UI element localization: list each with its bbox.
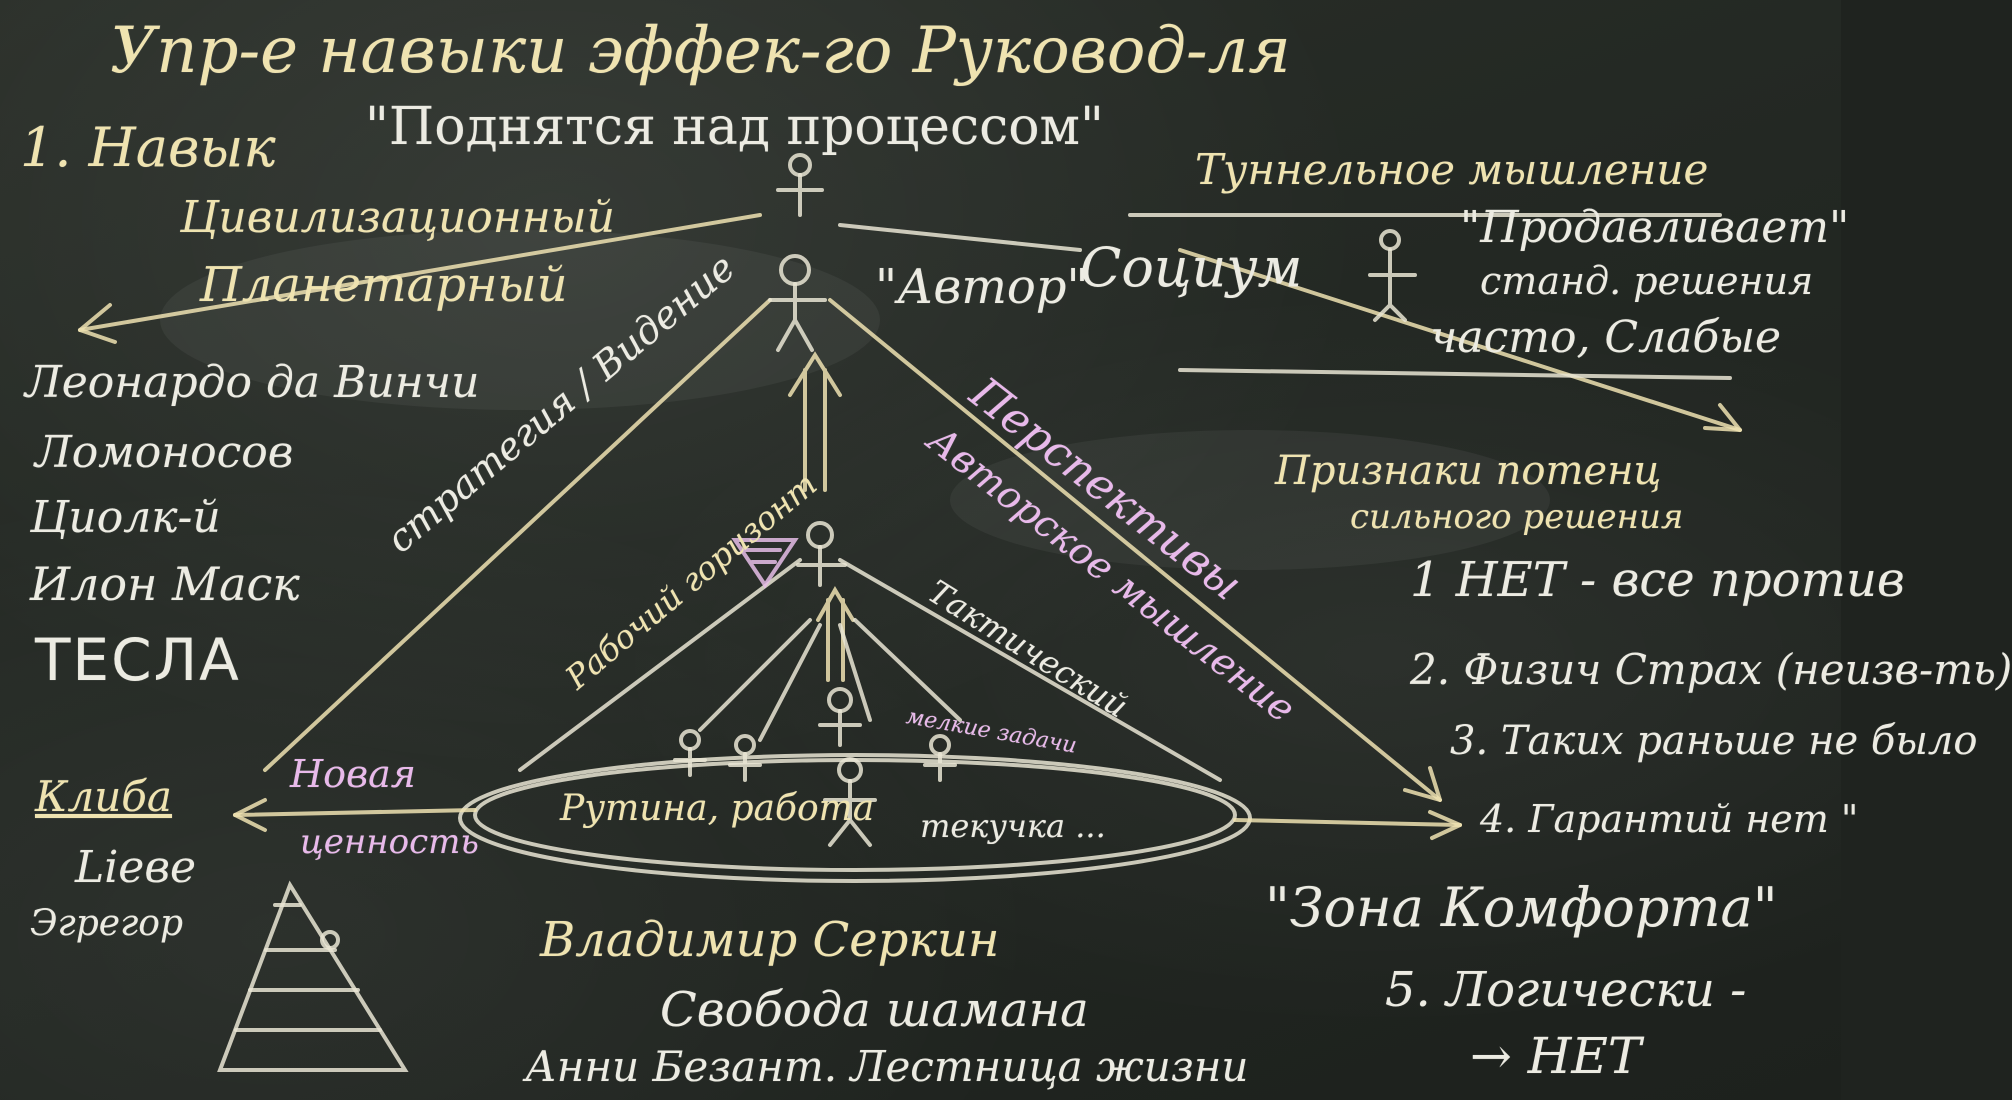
signs-title-line2: сильного решения — [1350, 497, 1684, 537]
comfort-zone-label: "Зона Комфорта" — [1265, 876, 1778, 939]
tunnel-stick-figure — [1368, 229, 1417, 322]
name-list-item: ТЕСЛА — [35, 626, 241, 694]
new-value-arrow — [233, 808, 477, 817]
inner-triangle-right — [838, 558, 1222, 782]
top-stick-figure — [776, 153, 824, 217]
maslow-word: Lieве — [75, 842, 196, 893]
left-top-arrow — [78, 213, 762, 332]
routine-label: Рутина, работа — [560, 788, 875, 829]
triangle-left-side — [263, 298, 772, 772]
board-title: Упр-е навыки эффек-го Руковод-ля — [110, 14, 1291, 88]
new-value-label: Новая — [290, 752, 416, 796]
signs-title-line1: Признаки потенц — [1275, 448, 1662, 494]
hatched-flag — [731, 538, 799, 589]
name-list-item: Леонардо да Винчи — [25, 357, 480, 408]
chalk-drawing — [78, 153, 1742, 1072]
sign-item: 4. Гарантий нет " — [1480, 797, 1859, 841]
often-weak-label: часто, Слабые — [1430, 312, 1782, 363]
chalk-smudge — [950, 430, 1550, 570]
right-top-arrow — [1178, 248, 1742, 432]
sign-item: 1 НЕТ - все против — [1410, 552, 1905, 608]
triangle-right-side — [828, 298, 1442, 802]
delegation-rays — [698, 618, 962, 742]
author-label: "Автор" — [875, 259, 1089, 315]
new-value-arrowhead — [233, 798, 267, 832]
small-up-arrow — [816, 586, 855, 682]
worker-stick-figures — [673, 687, 957, 847]
sign-item: 5. Логически - — [1385, 962, 1747, 1018]
author-name: Владимир Серкин — [540, 912, 1000, 968]
author-stick-figure — [768, 254, 827, 352]
value-label: ценность — [300, 822, 479, 862]
current-work-label: текучка ... — [920, 807, 1106, 845]
sign-item: 2. Физич Страх (неизв-ть) — [1410, 645, 2012, 694]
comfort-arrow — [1233, 818, 1462, 827]
name-list-item: Илон Маск — [30, 557, 300, 611]
pyramid-sketch — [217, 880, 409, 1072]
triangle-right-arrowhead — [1403, 766, 1442, 802]
up-double-arrow — [788, 351, 842, 492]
name-list-item: Циолк-й — [30, 492, 221, 543]
board-subtitle: "Поднятся над процессом" — [365, 97, 1104, 157]
left-top-arrowhead — [78, 303, 117, 344]
standard-solutions-label: станд. решения — [1480, 259, 1814, 303]
social-label: Социум — [1080, 236, 1303, 299]
book-title-2: Анни Безант. Лестница жизни — [525, 1042, 1249, 1091]
sign-item: → НЕТ — [1470, 1027, 1642, 1085]
inner-triangle-left — [518, 558, 802, 772]
tactical-stick-figure — [796, 521, 847, 587]
planetary-label: Планетарный — [200, 257, 568, 313]
name-list-item: Ломоносов — [35, 427, 294, 478]
routine-ellipse-outer — [458, 753, 1252, 883]
book-title-1: Свобода шамана — [660, 982, 1089, 1038]
right-top-arrowhead — [1703, 403, 1742, 432]
skill-heading: 1. Навык — [20, 116, 276, 179]
weak-underline — [1178, 368, 1732, 380]
maslow-word: Клиба — [35, 772, 172, 821]
civilization-label: Цивилизационный — [180, 192, 615, 243]
author-to-social-line — [838, 223, 1082, 252]
tunnel-heading: Туннельное мышление — [1195, 145, 1709, 194]
pushes-label: "Продавливает" — [1460, 202, 1850, 253]
sign-item: 3. Таких раньше не было — [1450, 718, 1978, 764]
comfort-arrowhead — [1428, 810, 1462, 840]
maslow-word: Эгрегор — [30, 903, 183, 944]
